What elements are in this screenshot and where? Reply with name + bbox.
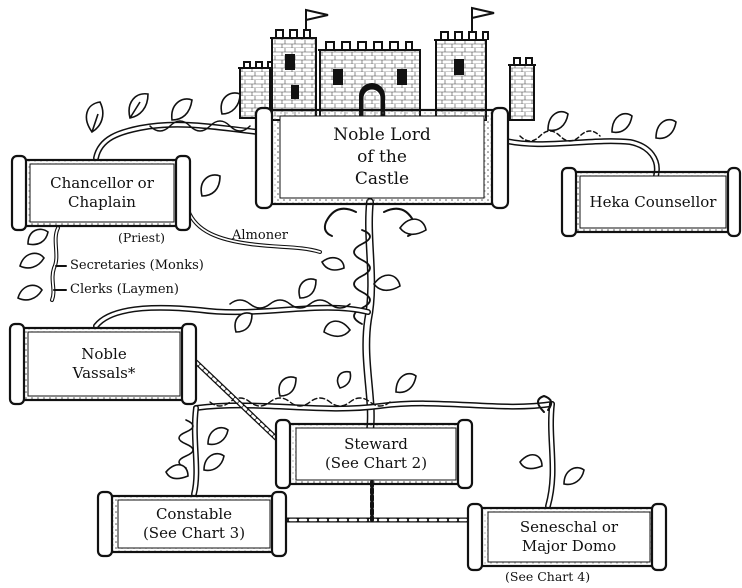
node-steward: Steward (See Chart 2) <box>296 428 456 480</box>
node-steward-line2: (See Chart 2) <box>324 454 428 472</box>
node-chancellor-line2: Chaplain <box>68 193 136 211</box>
node-constable-line1: Constable <box>155 505 233 523</box>
node-noble-lord-line3: Castle <box>354 169 410 189</box>
node-steward-line1: Steward <box>344 435 408 453</box>
node-noble-vassals: Noble Vassals* <box>28 332 180 396</box>
label-secretaries: Secretaries (Monks) <box>70 258 204 273</box>
node-vassals-line2: Vassals* <box>72 364 136 382</box>
node-noble-lord-line1: Noble Lord <box>333 125 431 145</box>
node-seneschal: Seneschal or Major Domo <box>488 512 650 562</box>
node-seneschal-line2: Major Domo <box>521 537 617 555</box>
node-chancellor-line1: Chancellor or <box>50 174 154 192</box>
label-see-chart-4: (See Chart 4) <box>505 569 591 584</box>
vine-connectors <box>50 120 660 523</box>
node-vassals-line1: Noble <box>81 345 127 363</box>
node-heka-line1: Heka Counsellor <box>589 192 717 211</box>
label-clerks: Clerks (Laymen) <box>70 282 179 297</box>
scroll-frames <box>8 106 742 572</box>
node-noble-lord: Noble Lord of the Castle <box>280 116 484 198</box>
vine-leaves <box>17 92 677 486</box>
castle-illustration <box>238 6 536 121</box>
node-chancellor: Chancellor or Chaplain <box>30 164 174 222</box>
label-almoner: Almoner <box>232 228 288 243</box>
node-constable-line2: (See Chart 3) <box>142 524 246 542</box>
node-constable: Constable (See Chart 3) <box>118 500 270 548</box>
node-seneschal-line1: Seneschal or <box>519 518 619 536</box>
node-noble-lord-line2: of the <box>357 147 407 167</box>
node-heka-counsellor: Heka Counsellor <box>580 176 726 228</box>
label-priest: (Priest) <box>118 230 165 245</box>
